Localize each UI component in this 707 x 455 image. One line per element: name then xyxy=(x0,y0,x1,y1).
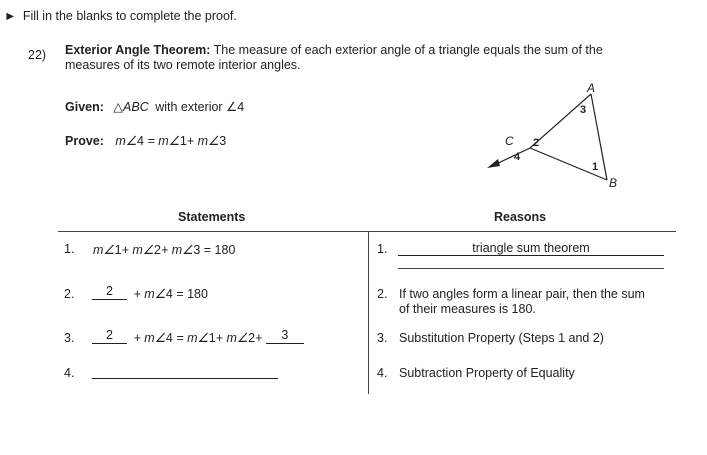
row-2-reason-line2: of their measures is 180. xyxy=(399,302,536,316)
row-3-statement: 2 + m∠4 = m∠1+ m∠2+ 3 xyxy=(92,327,304,345)
row-3-reason-number: 3. xyxy=(377,331,388,345)
row-2-statement: 2 + m∠4 = 180 xyxy=(92,283,208,301)
angle-4-label: 4 xyxy=(514,151,521,163)
row-2-blank: 2 xyxy=(92,285,127,300)
row-4-blank xyxy=(92,364,278,379)
table-column-divider xyxy=(368,231,369,394)
prove-line: Prove: m∠4 = m∠1+ m∠3 xyxy=(65,133,226,148)
instruction: ► Fill in the blanks to complete the pro… xyxy=(4,9,237,23)
given-label: Given: xyxy=(65,100,104,114)
vertex-c-label: C xyxy=(505,134,514,148)
row-1-reason-blank-2 xyxy=(398,268,664,269)
row-2-number: 2. xyxy=(64,287,75,301)
vertex-a-label: A xyxy=(586,81,595,95)
prove-label: Prove: xyxy=(65,134,104,148)
row-3-number: 3. xyxy=(64,331,75,345)
vertex-b-label: B xyxy=(609,176,617,190)
row-1-number: 1. xyxy=(64,242,75,256)
problem-number: 22) xyxy=(28,48,47,62)
side-ab xyxy=(590,93,608,181)
row-2-reason-number: 2. xyxy=(377,287,388,301)
given-triangle: ABC xyxy=(123,100,149,114)
instruction-marker: ► xyxy=(4,9,17,23)
row-1-reason-text: triangle sum theorem xyxy=(472,241,590,255)
theorem-text-line1: The measure of each exterior angle of a … xyxy=(213,43,603,57)
instruction-text: Fill in the blanks to complete the proof… xyxy=(22,9,237,23)
row-4-reason-text: Subtraction Property of Equality xyxy=(399,366,575,380)
reasons-header: Reasons xyxy=(494,210,547,224)
row-1-reason-number: 1. xyxy=(377,242,388,256)
given-middle: with exterior xyxy=(155,100,223,114)
table-header-rule xyxy=(58,231,676,232)
prove-statement: m∠4 = m∠1+ m∠3 xyxy=(115,134,227,148)
row-2-reason-line1: If two angles form a linear pair, then t… xyxy=(399,287,645,301)
row-1-reason-blank: triangle sum theorem xyxy=(398,241,664,256)
triangle-figure: A B C 3 1 2 4 xyxy=(487,81,617,190)
triangle-symbol: △ xyxy=(113,100,124,114)
row-3-reason-text: Substitution Property (Steps 1 and 2) xyxy=(399,331,604,345)
theorem-text-line2: measures of its two remote interior angl… xyxy=(65,58,301,72)
side-ca xyxy=(529,93,592,149)
angle-2-label: 2 xyxy=(533,137,539,149)
side-bc xyxy=(529,147,608,181)
statements-header: Statements xyxy=(178,210,246,224)
angle-symbol: ∠ xyxy=(226,100,238,114)
theorem-line-1: Exterior Angle Theorem: The measure of e… xyxy=(65,43,603,57)
angle-1-label: 1 xyxy=(592,161,598,173)
given-line: Given: △ABC with exterior ∠4 xyxy=(65,99,244,114)
row-4-reason-number: 4. xyxy=(377,366,388,380)
row-4-number: 4. xyxy=(64,366,75,380)
row-3-blank-1: 2 xyxy=(92,329,127,344)
angle-3-label: 3 xyxy=(580,104,586,116)
theorem-name: Exterior Angle Theorem: xyxy=(65,43,211,57)
row-3-blank-2: 3 xyxy=(265,329,304,344)
row-1-statement: m∠1+ m∠2+ m∠3 = 180 xyxy=(93,243,236,257)
arrowhead-icon xyxy=(487,159,500,168)
given-angle: 4 xyxy=(237,100,245,114)
